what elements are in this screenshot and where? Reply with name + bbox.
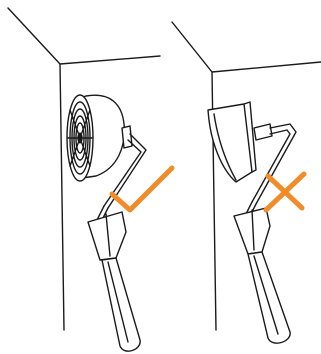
fan-head-flush	[66, 94, 133, 182]
check-mark-icon	[109, 165, 175, 213]
fan-head-tilted	[207, 101, 273, 183]
panel-correct	[7, 7, 175, 352]
extension-pole-incorrect	[233, 207, 291, 344]
holder-arm-incorrect	[245, 123, 297, 217]
grille-icon	[67, 101, 93, 175]
cross-mark-icon	[263, 171, 307, 213]
wall-corner-left	[7, 7, 161, 331]
extension-pole-correct	[87, 211, 141, 352]
panel-incorrect	[171, 21, 321, 344]
